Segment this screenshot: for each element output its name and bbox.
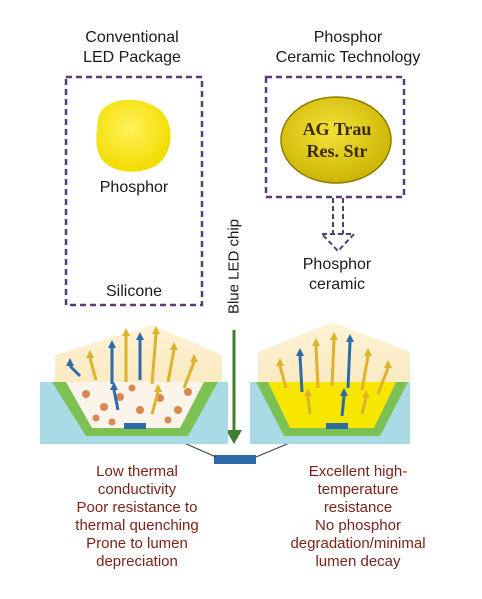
left-note-line: Low thermal xyxy=(96,463,178,480)
phosphor-blob xyxy=(96,99,171,172)
right-note-line: lumen decay xyxy=(315,553,401,570)
left-note-line: Poor resistance to xyxy=(76,499,198,516)
left-notes: Low thermal conductivity Poor resistance… xyxy=(52,463,222,571)
left-led-package xyxy=(40,325,228,444)
right-light-arrows xyxy=(278,339,390,417)
phosphor-label: Phosphor xyxy=(99,179,169,196)
right-notes: Excellent high- temperature resistance N… xyxy=(268,463,448,571)
left-title-line2: LED Package xyxy=(83,49,181,66)
right-arrow-heads xyxy=(276,332,392,398)
phosphor-ceramic-disc xyxy=(280,96,392,184)
left-note-line: depreciation xyxy=(96,553,178,570)
right-title: Phosphor Ceramic Technology xyxy=(258,28,438,68)
right-note-line: temperature xyxy=(317,481,399,498)
right-note-line: resistance xyxy=(323,499,393,516)
right-arrow-heads-blue xyxy=(296,334,354,396)
right-title-line2: Ceramic Technology xyxy=(275,49,421,66)
left-arrow-heads-blue xyxy=(66,332,144,390)
center-arrow-head xyxy=(226,430,242,444)
dashed-down-arrow xyxy=(319,198,357,253)
center-blue-chip xyxy=(214,455,256,464)
left-light-arrows xyxy=(68,333,196,415)
disc-text-line2: Res. Str xyxy=(306,141,368,161)
left-note-line: thermal quenching xyxy=(75,517,199,534)
left-title-line1: Conventional xyxy=(85,29,179,46)
right-cup xyxy=(268,382,396,428)
phosphor-ceramic-line2: ceramic xyxy=(308,276,365,293)
left-cup xyxy=(66,382,204,428)
left-phosphor-particles xyxy=(82,384,192,426)
phosphor-ceramic-line1: Phosphor xyxy=(302,256,372,273)
silicone-label: Silicone xyxy=(105,283,163,300)
right-note-line: No phosphor xyxy=(315,517,401,534)
left-note-line: Prone to lumen xyxy=(86,535,188,552)
left-note-line: conductivity xyxy=(97,481,177,498)
left-chip xyxy=(124,423,146,429)
left-dashed-box xyxy=(64,75,204,307)
right-chip xyxy=(326,423,348,429)
disc-text: AG Trau Res. Str xyxy=(282,118,392,162)
right-note-line: degradation/minimal xyxy=(290,535,426,552)
right-dashed-box xyxy=(264,75,406,199)
right-note-line: Excellent high- xyxy=(308,463,408,480)
phosphor-ceramic-label: Phosphor ceramic xyxy=(282,255,392,295)
left-arrow-heads xyxy=(86,326,198,392)
left-title: Conventional LED Package xyxy=(52,28,212,68)
right-title-line1: Phosphor xyxy=(313,29,383,46)
disc-text-line1: AG Trau xyxy=(302,119,372,139)
blue-led-chip-label: Blue LED chip xyxy=(225,218,243,315)
right-led-package xyxy=(250,322,410,444)
